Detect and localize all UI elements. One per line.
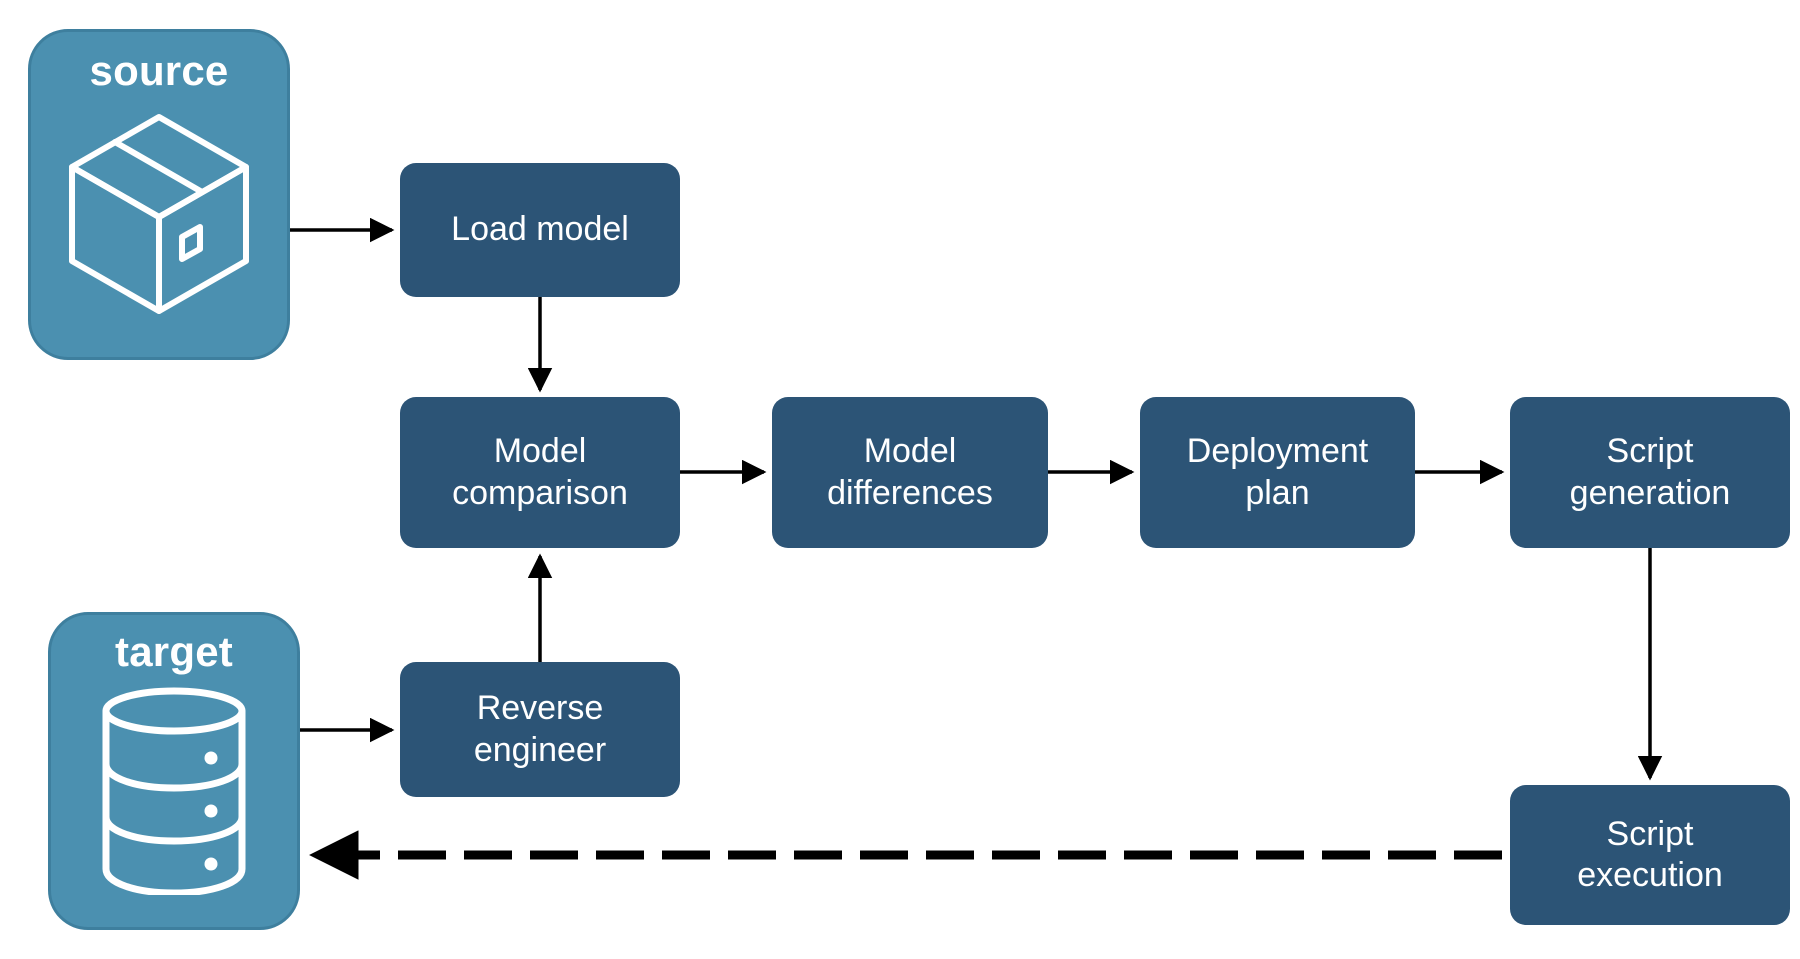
process-load-model[interactable]: Load model [400,163,680,297]
node-source[interactable]: source [28,29,290,360]
process-model-differences-text: Model differences [827,432,993,512]
process-script-execution-text: Script execution [1577,814,1723,894]
process-deployment-plan-text: Deployment plan [1186,432,1369,512]
process-model-differences[interactable]: Model differences [772,397,1048,548]
process-deployment-plan[interactable]: Deployment plan [1140,397,1415,548]
process-model-comparison-text: Model comparison [452,432,628,512]
node-target-label: target [115,628,233,675]
process-script-execution[interactable]: Script execution [1510,785,1790,925]
process-reverse-engineer-text: Reverse engineer [473,689,607,769]
process-script-generation[interactable]: Script generation [1510,397,1790,548]
package-box-icon [41,92,277,335]
process-load-model-text: Load model [451,210,629,249]
node-target[interactable]: target [48,612,300,930]
database-cylinder-icon [61,673,287,907]
node-source-label: source [89,47,229,94]
process-reverse-engineer[interactable]: Reverse engineer [400,662,680,797]
process-model-comparison[interactable]: Model comparison [400,397,680,548]
process-script-generation-text: Script generation [1569,432,1731,512]
